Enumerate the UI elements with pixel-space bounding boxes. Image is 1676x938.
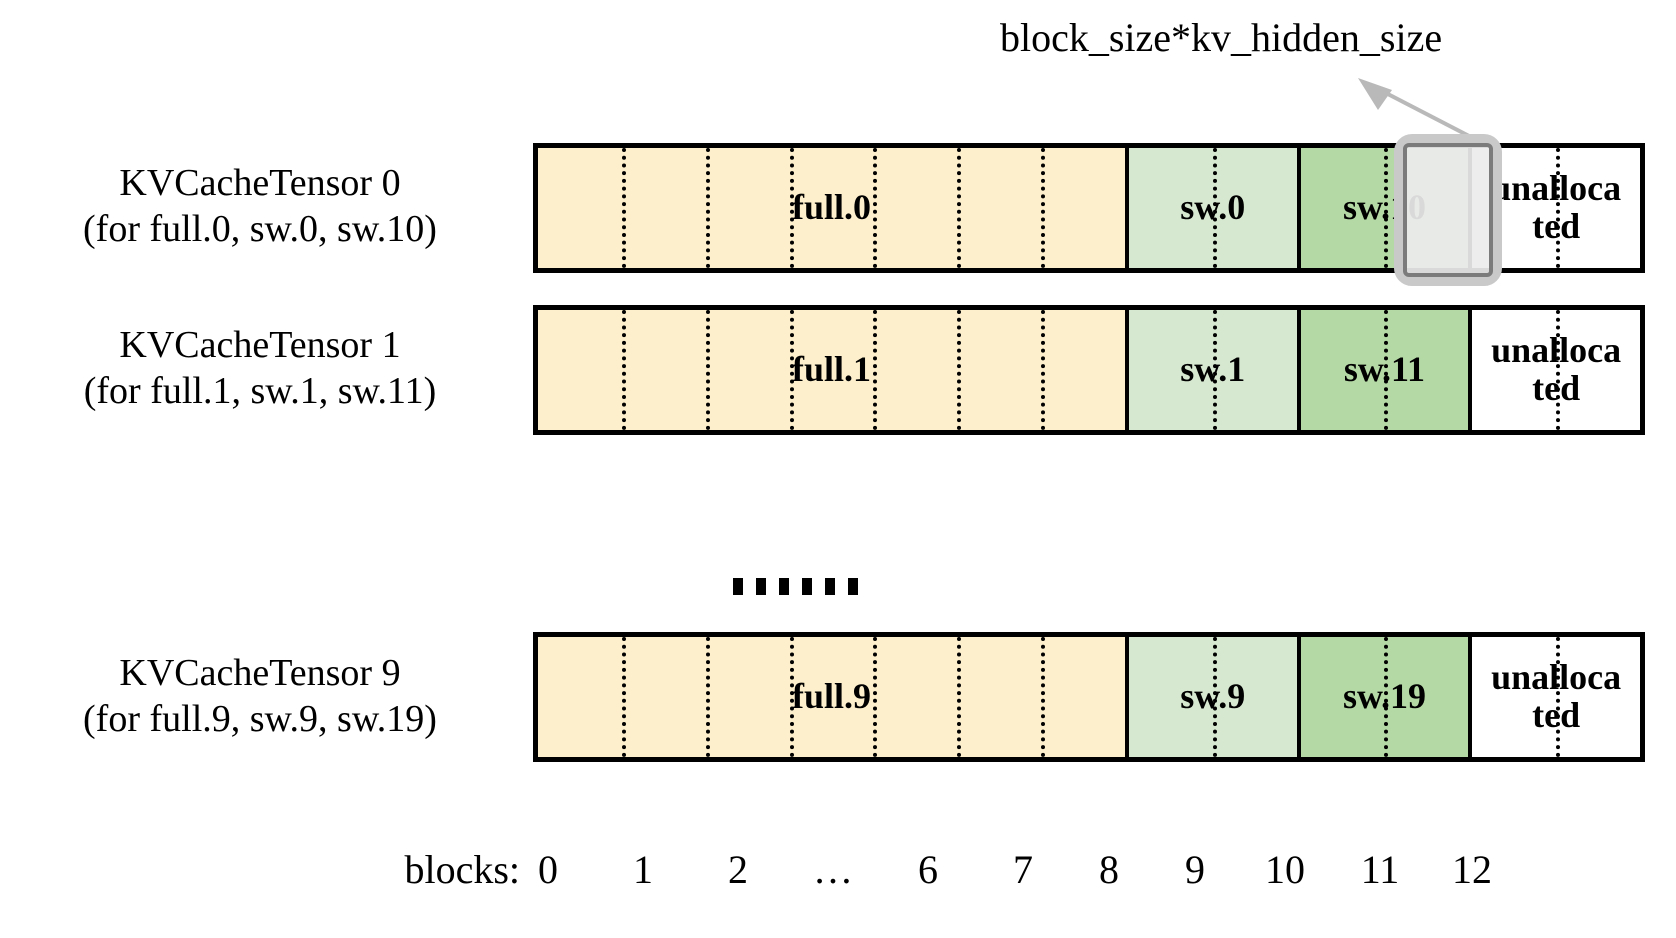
row-label-line2: (for full.1, sw.1, sw.11) [83, 370, 437, 413]
segment-sw-9[interactable]: sw.9 [1128, 637, 1301, 757]
segment-full-9[interactable]: full.9 [538, 637, 1129, 757]
segment-label: sw.19 [1342, 676, 1426, 717]
axis-tick-11: 11 [1360, 847, 1400, 892]
tensor-row-1[interactable]: full.1 sw.1 sw.11 unalloca ted [533, 305, 1645, 435]
callout-label: block_size*kv_hidden_size [1000, 15, 1443, 60]
segment-label: full.1 [791, 349, 871, 390]
segment-label: sw.9 [1180, 676, 1246, 717]
segment-label: sw.0 [1180, 187, 1246, 228]
segment-unallocated-9[interactable]: unalloca ted [1472, 637, 1640, 757]
ellipsis-dot [848, 578, 858, 595]
segment-sw2-1[interactable]: sw.11 [1300, 310, 1473, 430]
segment-label: full.9 [791, 676, 871, 717]
block-highlight-box[interactable] [1394, 134, 1502, 286]
segment-full-0[interactable]: full.0 [538, 148, 1129, 268]
row-label-line1: KVCacheTensor 1 [119, 324, 401, 366]
row-label-line2: (for full.9, sw.9, sw.19) [83, 698, 437, 741]
row-label-tensor-1: KVCacheTensor 1 (for full.1, sw.1, sw.11… [10, 322, 510, 415]
ellipsis-dot [756, 578, 766, 595]
tensor-row-9[interactable]: full.9 sw.9 sw.19 unalloca ted [533, 632, 1645, 762]
axis-tick-12: 12 [1452, 847, 1492, 892]
axis-tick-1: 1 [633, 847, 653, 892]
axis-tick-8: 8 [1099, 847, 1119, 892]
segment-label: unalloca ted [1491, 330, 1622, 408]
row-label-tensor-0: KVCacheTensor 0 (for full.0, sw.0, sw.10… [10, 160, 510, 253]
segment-label: sw.11 [1343, 349, 1425, 390]
segment-sw-0[interactable]: sw.0 [1128, 148, 1301, 268]
axis-tick-7: 7 [1013, 847, 1033, 892]
row-label-tensor-9: KVCacheTensor 9 (for full.9, sw.9, sw.19… [10, 650, 510, 743]
ellipsis-dot [779, 578, 789, 595]
segment-label: unalloca ted [1491, 657, 1622, 735]
ellipsis-dot [733, 578, 743, 595]
segment-unallocated-1[interactable]: unalloca ted [1472, 310, 1640, 430]
row-label-line2: (for full.0, sw.0, sw.10) [83, 208, 437, 251]
vertical-ellipsis [733, 578, 858, 595]
axis-tick-2: 2 [728, 847, 748, 892]
axis-tick-0: 0 [538, 847, 558, 892]
segment-label: full.0 [791, 187, 871, 228]
blocks-axis: blocks: 0 1 2 … 6 7 8 9 10 11 12 [0, 846, 1676, 906]
row-label-line1: KVCacheTensor 0 [119, 162, 401, 204]
segment-label: unalloca ted [1491, 168, 1622, 246]
axis-tick-9: 9 [1185, 847, 1205, 892]
axis-tick-ellipsis: … [813, 847, 853, 892]
axis-tick-10: 10 [1265, 847, 1305, 892]
row-label-line1: KVCacheTensor 9 [119, 652, 401, 694]
segment-sw-1[interactable]: sw.1 [1128, 310, 1301, 430]
segment-sw2-9[interactable]: sw.19 [1300, 637, 1473, 757]
ellipsis-dot [825, 578, 835, 595]
segment-full-1[interactable]: full.1 [538, 310, 1129, 430]
axis-tick-6: 6 [918, 847, 938, 892]
ellipsis-dot [802, 578, 812, 595]
segment-label: sw.1 [1180, 349, 1246, 390]
blocks-axis-title: blocks: [404, 847, 520, 892]
